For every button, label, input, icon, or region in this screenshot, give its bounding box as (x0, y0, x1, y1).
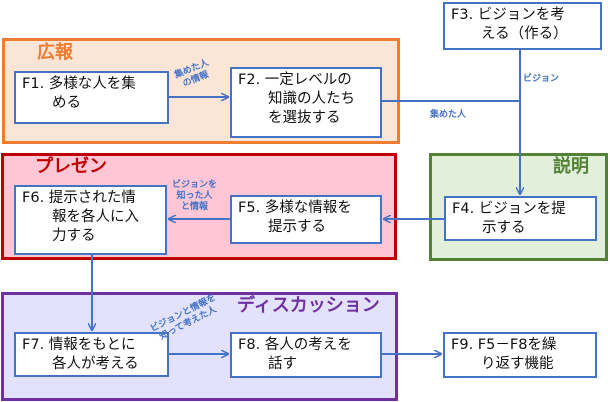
node-f3-line1: F3. ビジョンを考 (451, 7, 565, 23)
node-f6: F6. 提示された情報を各人に入 力する (14, 185, 167, 255)
node-f1: F1. 多様な人を集める (14, 71, 169, 124)
node-f3-rest: える（作る） (481, 26, 568, 42)
node-f1-line1: F1. 多様な人を集 (22, 76, 136, 92)
node-f8-rest: 話す (268, 356, 297, 372)
node-f2-rest: 知識の人たち を選抜する (268, 91, 355, 126)
node-f4-line1: F4. ビジョンを提 (452, 201, 566, 217)
edge-label-f2-f4: 集めた人 (430, 110, 467, 120)
node-f1-rest: める (52, 95, 81, 111)
node-f7: F7. 情報をもとに各人が考える (14, 332, 169, 377)
node-f6-rest: 報を各人に入 力する (52, 209, 139, 244)
node-f7-rest: 各人が考える (52, 356, 139, 372)
node-f8-line1: F8. 各人の考えを (238, 337, 352, 353)
node-f9-rest: り返す機能 (481, 356, 554, 372)
node-f8: F8. 各人の考えを話す (230, 332, 382, 378)
node-f2-line1: F2. 一定レベルの (238, 72, 352, 88)
group-title-pr: 広報 (37, 42, 73, 63)
group-title-explanation: 説明 (553, 156, 589, 177)
node-f2: F2. 一定レベルの知識の人たち を選抜する (230, 67, 382, 138)
edge-label-f3-f4: ビジョン (523, 74, 560, 84)
group-title-presentation: プレゼン (35, 156, 107, 177)
group-title-discussion: ディスカッション (237, 295, 380, 316)
node-f6-line1: F6. 提示された情 (22, 190, 136, 206)
node-f3: F3. ビジョンを考える（作る） (443, 2, 602, 50)
node-f5-rest: 提示する (268, 219, 326, 235)
node-f4-rest: 示する (482, 220, 526, 236)
edge-label-f5-f6: ビジョンを 知った人 と情報 (172, 180, 218, 212)
node-f5-line1: F5. 多様な情報を (238, 200, 352, 216)
node-f4: F4. ビジョンを提示する (444, 196, 597, 241)
node-f5: F5. 多様な情報を提示する (230, 195, 382, 244)
node-f9: F9. F5－F8を繰り返す機能 (443, 332, 597, 378)
node-f7-line1: F7. 情報をもとに (22, 337, 136, 353)
node-f9-line1: F9. F5－F8を繰 (451, 337, 557, 353)
